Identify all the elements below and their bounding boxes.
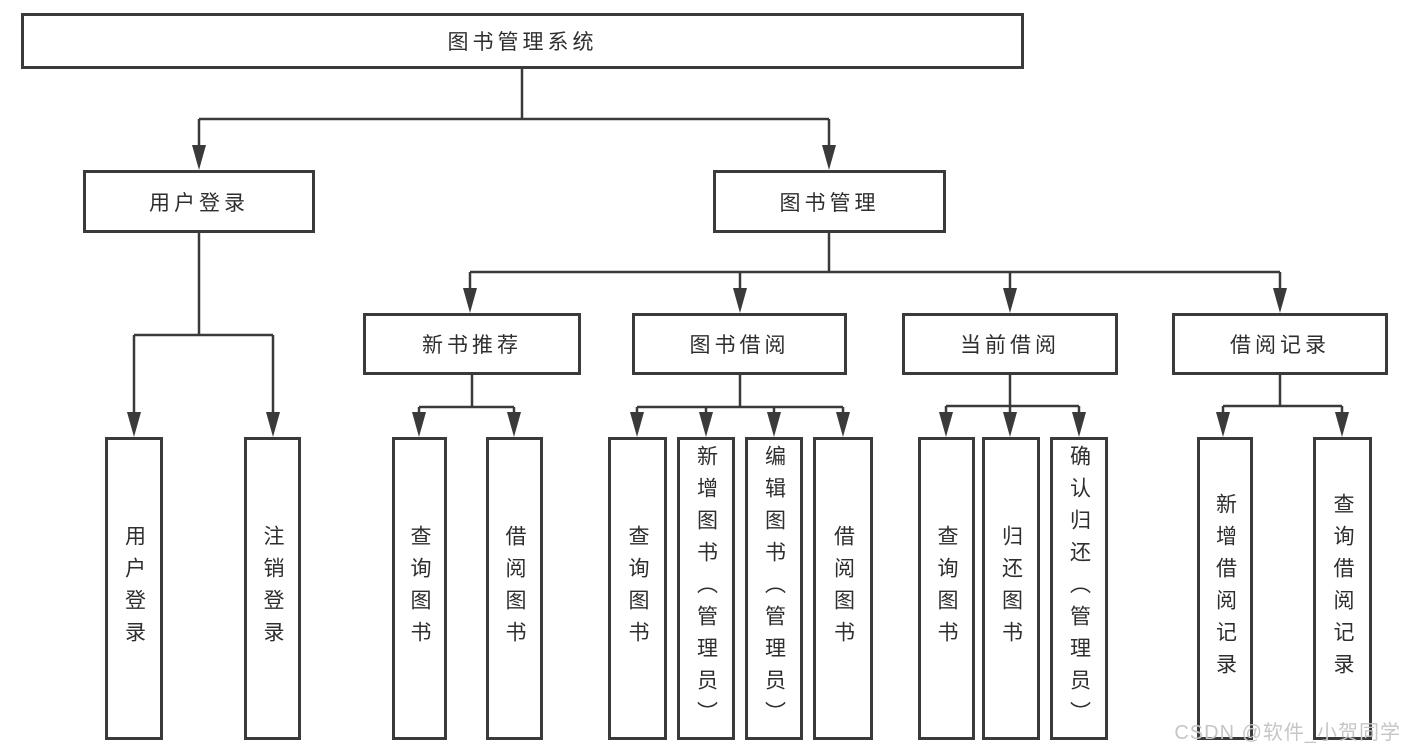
node-user-login: 用户登录 xyxy=(83,170,315,233)
leaf-borrow-book-recommend: 借阅图书 xyxy=(486,437,543,740)
connector-paths xyxy=(132,69,1344,418)
leaf-return-book: 归还图书 xyxy=(982,437,1040,740)
node-book-management: 图书管理 xyxy=(713,170,946,233)
node-new-book-recommend: 新书推荐 xyxy=(363,313,581,375)
leaf-user-login: 用户登录 xyxy=(105,437,163,740)
leaf-edit-book-admin: 编辑图书（管理员） xyxy=(745,437,803,740)
csdn-watermark: CSDN @软件_小贺同学 xyxy=(1174,722,1401,744)
leaf-borrow-book: 借阅图书 xyxy=(813,437,873,740)
leaf-query-book-recommend: 查询图书 xyxy=(392,437,447,740)
leaf-add-book-admin: 新增图书（管理员） xyxy=(677,437,735,740)
node-borrow-record: 借阅记录 xyxy=(1172,313,1388,375)
node-current-borrow: 当前借阅 xyxy=(902,313,1118,375)
arrowheads xyxy=(127,145,1349,437)
leaf-query-book-borrow: 查询图书 xyxy=(608,437,667,740)
node-book-borrow: 图书借阅 xyxy=(632,313,847,375)
leaf-query-book-current: 查询图书 xyxy=(918,437,975,740)
leaf-confirm-return-admin: 确认归还（管理员） xyxy=(1050,437,1108,740)
leaf-add-borrow-record: 新增借阅记录 xyxy=(1197,437,1253,740)
leaf-query-borrow-record: 查询借阅记录 xyxy=(1313,437,1372,740)
node-system-root: 图书管理系统 xyxy=(21,13,1024,69)
leaf-logout: 注销登录 xyxy=(244,437,301,740)
